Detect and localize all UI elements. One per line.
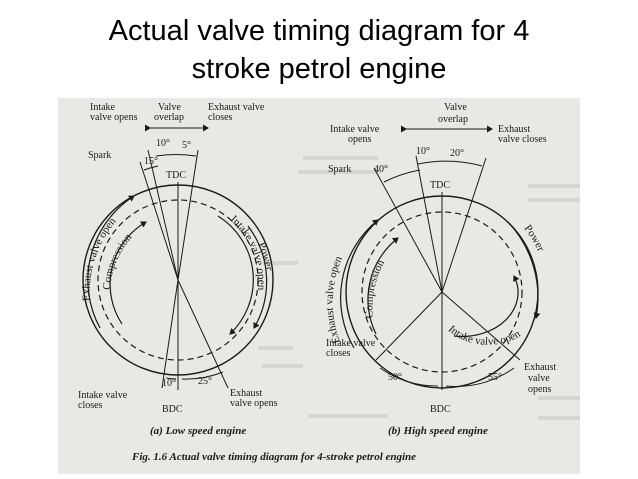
intake-lag-arc (165, 377, 177, 380)
valve-overlap-arc (417, 160, 483, 167)
intake-closes-ray (375, 291, 443, 361)
exhaust-valve-closes-label-2: closes (208, 112, 233, 123)
compression-arrow (367, 237, 399, 335)
textbook-scan: Exhaust valve open Compression Intake va… (58, 98, 580, 474)
valve-overlap-arc (155, 154, 197, 157)
exhaust-lead-25deg: 25° (198, 376, 212, 387)
exhaust-valve-opens-label: Exhaust (230, 388, 262, 399)
intake-lag-arc (379, 367, 439, 387)
intake-open-arrow (217, 215, 254, 335)
intake-opens-ray (415, 155, 443, 293)
valve-overlap-label-2: overlap (154, 112, 184, 123)
spark-label: Spark (328, 164, 351, 175)
exhaust-closes-ray (177, 149, 199, 281)
intake-closes-ray (161, 279, 179, 389)
power-arrow (507, 221, 541, 319)
low-speed-caption: (a) Low speed engine (150, 425, 246, 437)
exhaust-valve-opens-label: Exhaust (524, 362, 556, 373)
intake-valve-opens-label-2: valve opens (90, 112, 138, 123)
exhaust-opens-ray (441, 291, 521, 361)
spark-ray (373, 167, 443, 293)
overlap-20deg: 20° (450, 148, 464, 159)
intake-opens-ray (147, 149, 179, 281)
spark-ray (139, 161, 179, 281)
spark-40deg: 40° (374, 164, 388, 175)
slide-title-line-1: Actual valve timing diagram for 4 (108, 15, 530, 47)
overlap-5deg: 5° (182, 140, 191, 151)
tdc-label: TDC (430, 180, 450, 191)
overlap-10deg: 10° (156, 138, 170, 149)
exhaust-lead-arc (181, 371, 224, 380)
exhaust-valve-opens-label-2: valve opens (230, 398, 278, 409)
spark-15deg: 15° (144, 156, 158, 167)
intake-valve-closes-label: Intake valve (78, 390, 128, 401)
exhaust-lead-55deg: 55° (488, 372, 502, 383)
exhaust-valve-closes-label-2: valve closes (498, 134, 547, 145)
exhaust-open-arrow (340, 219, 379, 349)
exhaust-valve-closes-label: Exhaust valve (208, 102, 265, 113)
exhaust-valve-closes-label: Exhaust (498, 124, 530, 135)
bdc-label: BDC (162, 404, 183, 415)
intake-valve-closes-label-2: closes (326, 348, 351, 359)
exhaust-opens-ray (177, 279, 229, 389)
valve-timing-diagrams: Exhaust valve open Compression Intake va… (58, 98, 580, 474)
exhaust-closes-ray (441, 157, 487, 293)
background-page-texture (58, 98, 580, 474)
intake-valve-opens-label-2: opens (348, 134, 371, 145)
valve-overlap-label: Valve (444, 102, 467, 113)
figure-caption: Fig. 1.6 Actual valve timing diagram for… (131, 451, 416, 463)
exhaust-open-arrow (87, 195, 135, 329)
slide-title-line-2: stroke petrol engine (191, 53, 447, 85)
high-speed-caption: (b) High speed engine (388, 425, 488, 437)
intake-valve-opens-label: Intake (90, 102, 116, 113)
intake-valve-opens-label: Intake valve (330, 124, 380, 135)
exhaust-lead-arc (445, 367, 515, 387)
slide-title: Actual valve timing diagram for 4 stroke… (0, 12, 638, 88)
intake-lag-50deg: 50° (388, 372, 402, 383)
exhaust-valve-opens-label-3: opens (528, 384, 551, 395)
spark-advance-arc (383, 169, 421, 183)
exhaust-valve-opens-label-2: valve (528, 373, 550, 384)
valve-overlap-label-2: overlap (438, 114, 468, 125)
bdc-label: BDC (430, 404, 451, 415)
spark-advance-arc (143, 165, 159, 171)
intake-valve-closes-label-2: closes (78, 400, 103, 411)
intake-valve-closes-label: Intake valve (326, 338, 376, 349)
intake-open-arrow (453, 275, 520, 338)
compression-arrow (109, 221, 147, 325)
tdc-label: TDC (166, 170, 186, 181)
high-speed-diagram: Exhaust valve open Compression Intake va… (324, 102, 557, 437)
intake-lag-10deg: 10° (162, 378, 176, 389)
power-arrow (247, 225, 268, 329)
spark-label: Spark (88, 150, 111, 161)
overlap-10deg: 10° (416, 146, 430, 157)
valve-overlap-label: Valve (158, 102, 181, 113)
